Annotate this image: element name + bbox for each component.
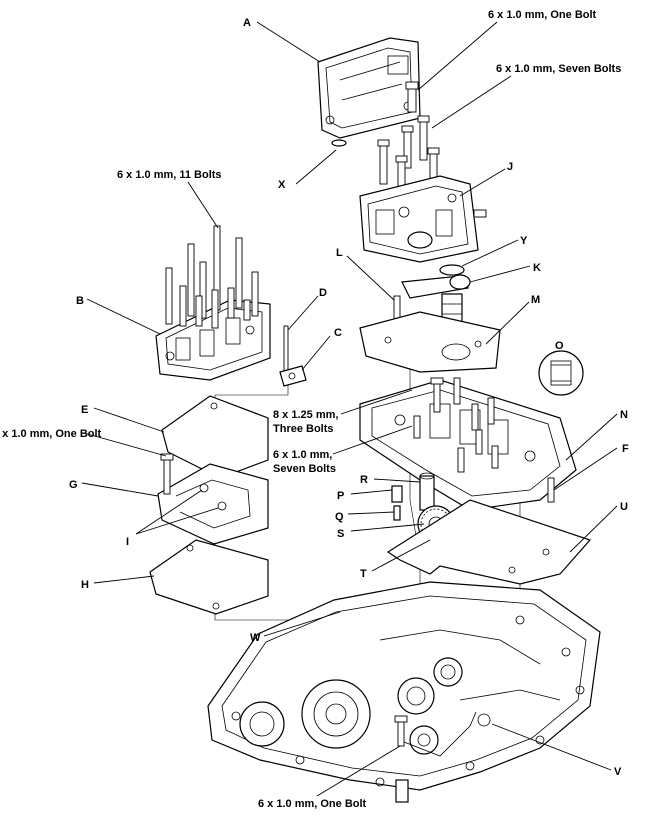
label-bottom-one-bolt: 6 x 1.0 mm, One Bolt [258, 798, 367, 810]
part-q-spring [393, 505, 401, 521]
part-j-valve-body [359, 175, 479, 263]
part-f-pin [547, 477, 555, 503]
callout-y: Y [520, 235, 528, 247]
part-u-plate [386, 499, 592, 585]
callout-g: G [69, 479, 78, 491]
callout-f: F [622, 443, 629, 455]
callout-w: W [250, 632, 261, 644]
label-left-one-bolt: 6 x 1.0 mm, One Bolt [0, 428, 102, 440]
part-o-accumulator [538, 350, 584, 396]
callout-x: X [278, 179, 286, 191]
fastener-labels: 6 x 1.0 mm, One Bolt 6 x 1.0 mm, Seven B… [0, 9, 621, 810]
callout-k: K [533, 262, 541, 274]
callout-d: D [319, 287, 327, 299]
callout-u: U [620, 501, 628, 513]
part-b-valve-body [155, 225, 271, 381]
callout-j: J [507, 161, 513, 173]
callout-o: O [555, 340, 564, 352]
callout-labels: A B C D E F G H I J K L M N O P Q R S T … [69, 17, 629, 778]
label-top-seven-bolts: 6 x 1.0 mm, Seven Bolts [496, 63, 621, 75]
part-h-gasket [149, 539, 269, 615]
callout-n: N [620, 409, 628, 421]
label-three-bolts-1: 8 x 1.25 mm, [273, 409, 338, 421]
part-a-cover [317, 37, 421, 139]
part-m-plate [359, 311, 501, 373]
callout-b: B [76, 295, 84, 307]
callout-r: R [360, 474, 368, 486]
callout-i: I [126, 536, 129, 548]
callout-h: H [81, 579, 89, 591]
part-x-o-ring [331, 139, 347, 147]
label-eleven-bolts: 6 x 1.0 mm, 11 Bolts [117, 169, 222, 181]
part-p-spacer [391, 485, 403, 503]
part-n-valve-body [359, 377, 577, 511]
part-e-gasket [161, 395, 269, 479]
callout-c: C [334, 327, 342, 339]
callout-s: S [337, 528, 344, 540]
callout-e: E [81, 404, 88, 416]
part-c-bracket [279, 365, 307, 387]
top-bolts [377, 81, 487, 218]
callout-a: A [243, 17, 251, 29]
transmission-case [207, 581, 601, 803]
callout-p: P [337, 490, 344, 502]
callout-l: L [336, 247, 343, 259]
callout-t: T [360, 568, 367, 580]
label-mid-seven-1: 6 x 1.0 mm, [273, 449, 332, 461]
label-mid-seven-2: Seven Bolts [273, 463, 336, 475]
callout-m: M [531, 294, 540, 306]
callout-q: Q [335, 511, 344, 523]
part-r-shaft [419, 472, 435, 511]
label-top-one-bolt: 6 x 1.0 mm, One Bolt [488, 9, 597, 21]
part-g-plate [157, 453, 269, 545]
part-d-pin [283, 325, 289, 375]
callout-v: V [614, 766, 622, 778]
part-y-seal-ring [439, 264, 465, 276]
leader-lines [81, 21, 618, 797]
label-three-bolts-2: Three Bolts [273, 423, 334, 435]
